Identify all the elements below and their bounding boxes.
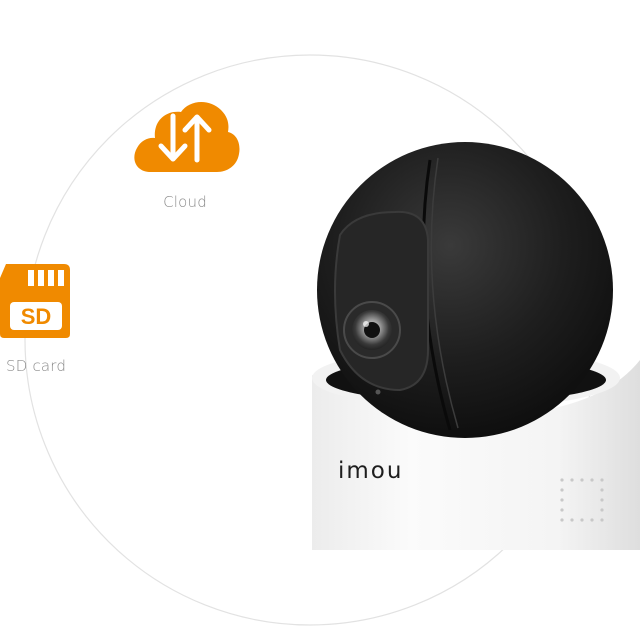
cloud-label: Cloud [163, 193, 207, 211]
sd-card-feature: SD SD card [0, 260, 72, 375]
camera-head [317, 142, 613, 438]
camera-lens [343, 301, 401, 359]
cloud-feature: Cloud [128, 92, 242, 211]
speaker-grille [560, 478, 604, 522]
sd-card-label: SD card [6, 357, 67, 375]
cloud-upload-download-icon [134, 101, 240, 172]
sd-badge-text: SD [21, 304, 52, 329]
pan-tilt-camera [312, 142, 640, 550]
brand-logo: imou [338, 458, 404, 484]
sd-card-icon: SD [0, 264, 70, 338]
